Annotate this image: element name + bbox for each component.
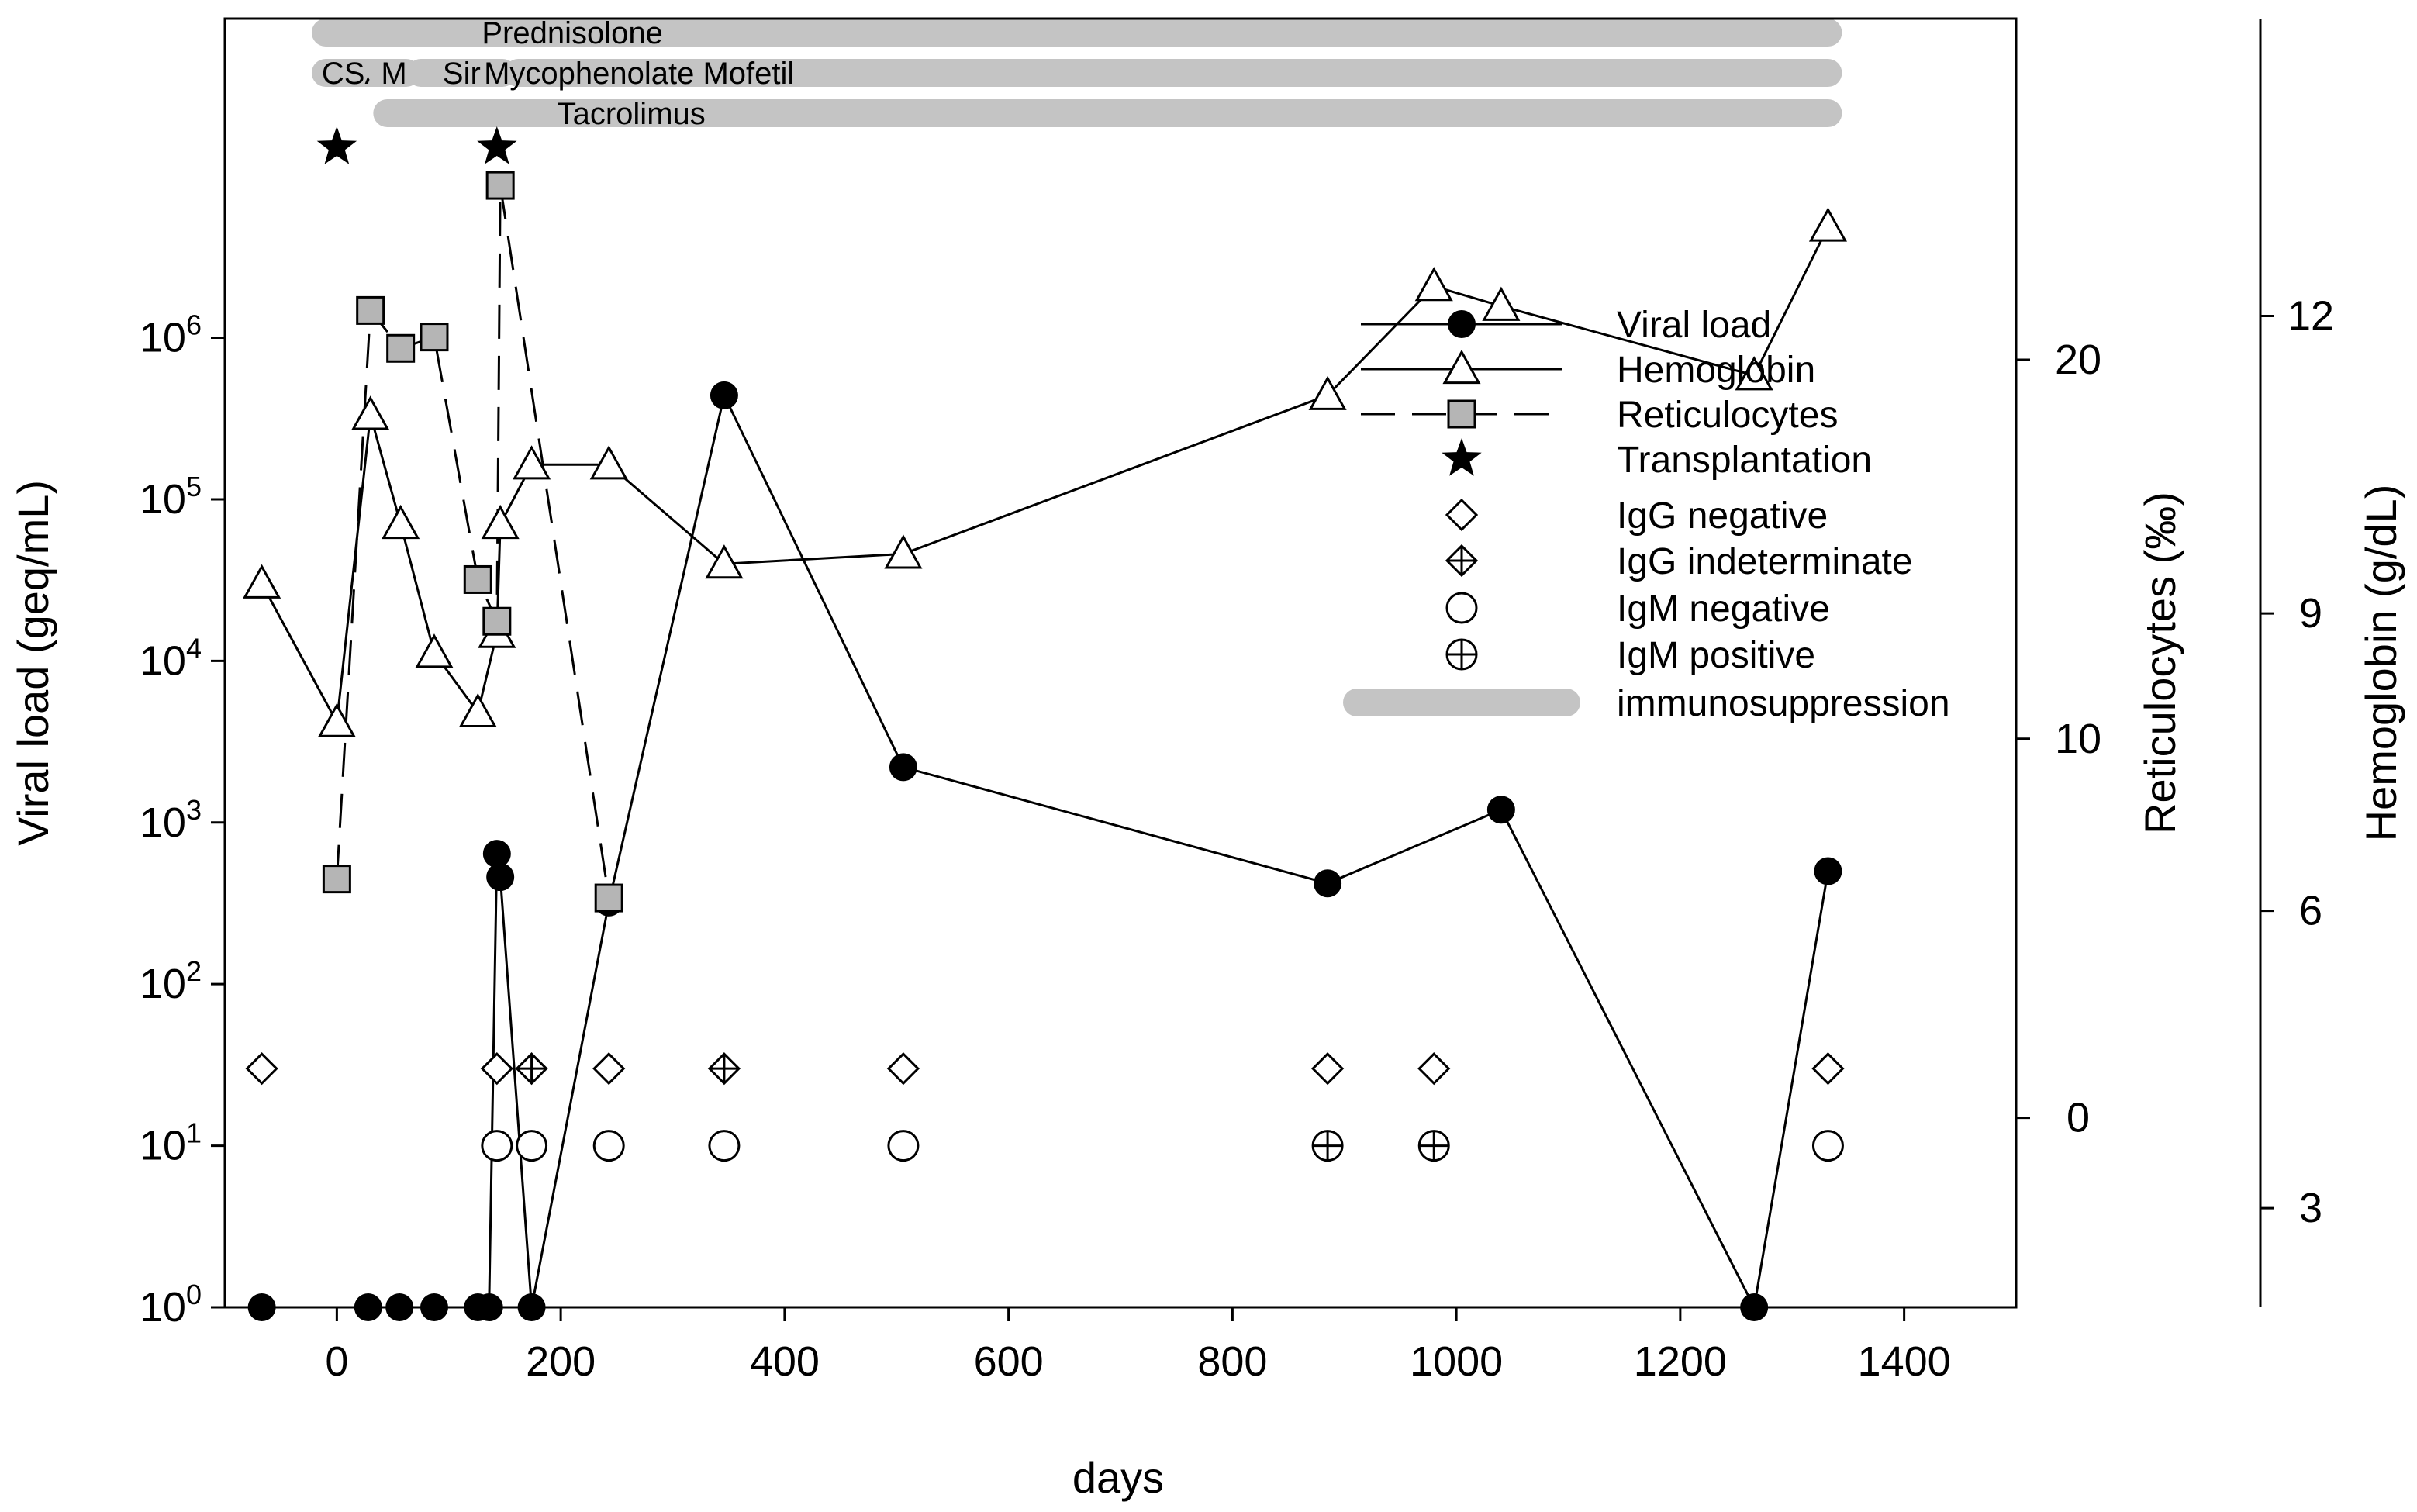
plot-frame [223, 17, 2018, 1309]
legend-igm-neg-label: IgM negative [1617, 589, 1830, 630]
hemoglobin-point-5 [458, 692, 497, 728]
legend-igg-neg-label: IgG negative [1617, 495, 1828, 537]
immunosuppression-label-4: Mycophenolate Mofetil [484, 57, 794, 91]
hemoglobin-point-3 [382, 504, 420, 540]
retic-tick-label-10: 10 [2055, 716, 2101, 762]
immunosuppression-label-3: Sir [443, 57, 481, 91]
igm-negative-marker-4 [887, 1130, 920, 1162]
series-markers [243, 126, 1847, 1321]
x-tick-label-1400: 1400 [1858, 1338, 1951, 1385]
legend-igm-pos-label: IgM positive [1617, 635, 1815, 676]
hemoglobin-point-1 [317, 702, 356, 737]
hemoglobin-point-9 [589, 445, 628, 480]
viral-load-point-6 [482, 840, 511, 868]
hemoglobin-point-0 [243, 564, 281, 599]
hemo-tick-label-6: 6 [2299, 888, 2322, 934]
legend-viral-label: Viral load [1617, 305, 1771, 346]
hemoglobin-point-15 [1735, 356, 1773, 391]
reticulocytes-point-3 [420, 323, 449, 352]
x-tick-label-1000: 1000 [1410, 1338, 1503, 1385]
x-tick-label-600: 600 [974, 1338, 1044, 1385]
igg-negative-marker-4 [1310, 1052, 1345, 1086]
hemoglobin-point-16 [1808, 207, 1847, 242]
reticulocytes-point-7 [594, 883, 623, 913]
x-tick-label-200: 200 [526, 1338, 596, 1385]
legend-hemo-marker [1442, 349, 1481, 385]
igg-negative-marker-0 [245, 1052, 278, 1086]
igg-negative-marker-1 [480, 1052, 513, 1086]
hemoglobin-point-7 [481, 504, 520, 540]
legend-hemo-label: Hemoglobin [1617, 350, 1815, 391]
hemoglobin-point-13 [1414, 267, 1453, 302]
viral-load-point-12 [1314, 869, 1342, 898]
transplantation-star-1 [477, 126, 517, 164]
legend-star-marker [1442, 438, 1482, 476]
retic-tick-label-20: 20 [2055, 337, 2101, 383]
hemo-tick-label-9: 9 [2299, 590, 2322, 637]
legend-star-label: Transplantation [1617, 440, 1872, 481]
x-tick-label-800: 800 [1197, 1338, 1267, 1385]
reticulocytes-point-5 [482, 606, 512, 636]
transplantation-star-0 [316, 126, 357, 164]
hemo-tick-label-12: 12 [2288, 293, 2334, 340]
left-tick-label-4: 104 [140, 632, 202, 684]
hemoglobin-point-14 [1482, 286, 1521, 321]
igm-negative-marker-2 [592, 1130, 625, 1162]
igm-negative-marker-5 [1811, 1130, 1844, 1162]
hemoglobin-point-2 [351, 395, 390, 430]
x-tick-label-400: 400 [750, 1338, 820, 1385]
reticulocytes-point-4 [463, 564, 492, 594]
reticulocytes-point-2 [386, 333, 416, 363]
immunosuppression-label-2: M [381, 57, 406, 91]
legend: Viral loadHemoglobinReticulocytesTranspl… [1343, 305, 1950, 724]
hemoglobin-point-4 [415, 633, 454, 668]
left-axis-title: Viral load (geq/mL) [9, 480, 57, 846]
hemoglobin-point-10 [705, 544, 744, 579]
igm-negative-marker-1 [516, 1130, 548, 1162]
legend-retic-label: Reticulocytes [1617, 395, 1838, 436]
igm-negative-marker-3 [708, 1130, 741, 1162]
legend-igg-neg-marker [1445, 498, 1479, 532]
immunosuppression-label-5: Tacrolimus [558, 97, 706, 131]
igg-negative-marker-3 [886, 1052, 920, 1086]
igg-negative-marker-6 [1811, 1052, 1845, 1086]
viral-load-point-7 [486, 863, 515, 892]
hemoglobin-point-12 [1308, 375, 1347, 410]
retic-tick-label-0: 0 [2067, 1095, 2090, 1141]
legend-retic-marker [1447, 399, 1476, 429]
hemoglobin-axis-title: Hemoglobin (g/dL) [2357, 485, 2405, 842]
left-tick-label-0: 100 [140, 1279, 202, 1331]
reticulocytes-point-1 [356, 295, 385, 325]
reticulocytes-point-6 [485, 171, 515, 200]
igg-negative-marker-5 [1417, 1052, 1451, 1086]
x-tick-label-1200: 1200 [1634, 1338, 1727, 1385]
legend-viral-marker [1448, 310, 1476, 338]
reticulocytes-axis-title: Reticulocytes (‰) [2136, 492, 2184, 834]
igg-negative-marker-2 [592, 1052, 626, 1086]
reticulocytes-point-0 [322, 865, 351, 894]
hemoglobin-point-11 [884, 534, 923, 569]
legend-igm-neg-marker [1445, 592, 1478, 624]
legend-immuno-label: immunosuppression [1617, 683, 1950, 724]
hemoglobin-point-8 [513, 445, 551, 480]
viral-load-point-10 [710, 381, 738, 409]
legend-igg-ind-label: IgG indeterminate [1617, 541, 1913, 582]
x-tick-label-0: 0 [325, 1338, 348, 1385]
immunosuppression-label-0: Prednisolone [482, 16, 663, 50]
hemo-tick-label-3: 3 [2299, 1185, 2322, 1231]
left-tick-label-3: 103 [140, 794, 202, 846]
viral-load-point-13 [1486, 796, 1515, 824]
igm-negative-marker-0 [481, 1130, 513, 1162]
viral-load-point-15 [1814, 857, 1842, 885]
viral-load-point-11 [889, 753, 917, 782]
x-axis-title: days [1072, 1453, 1164, 1502]
